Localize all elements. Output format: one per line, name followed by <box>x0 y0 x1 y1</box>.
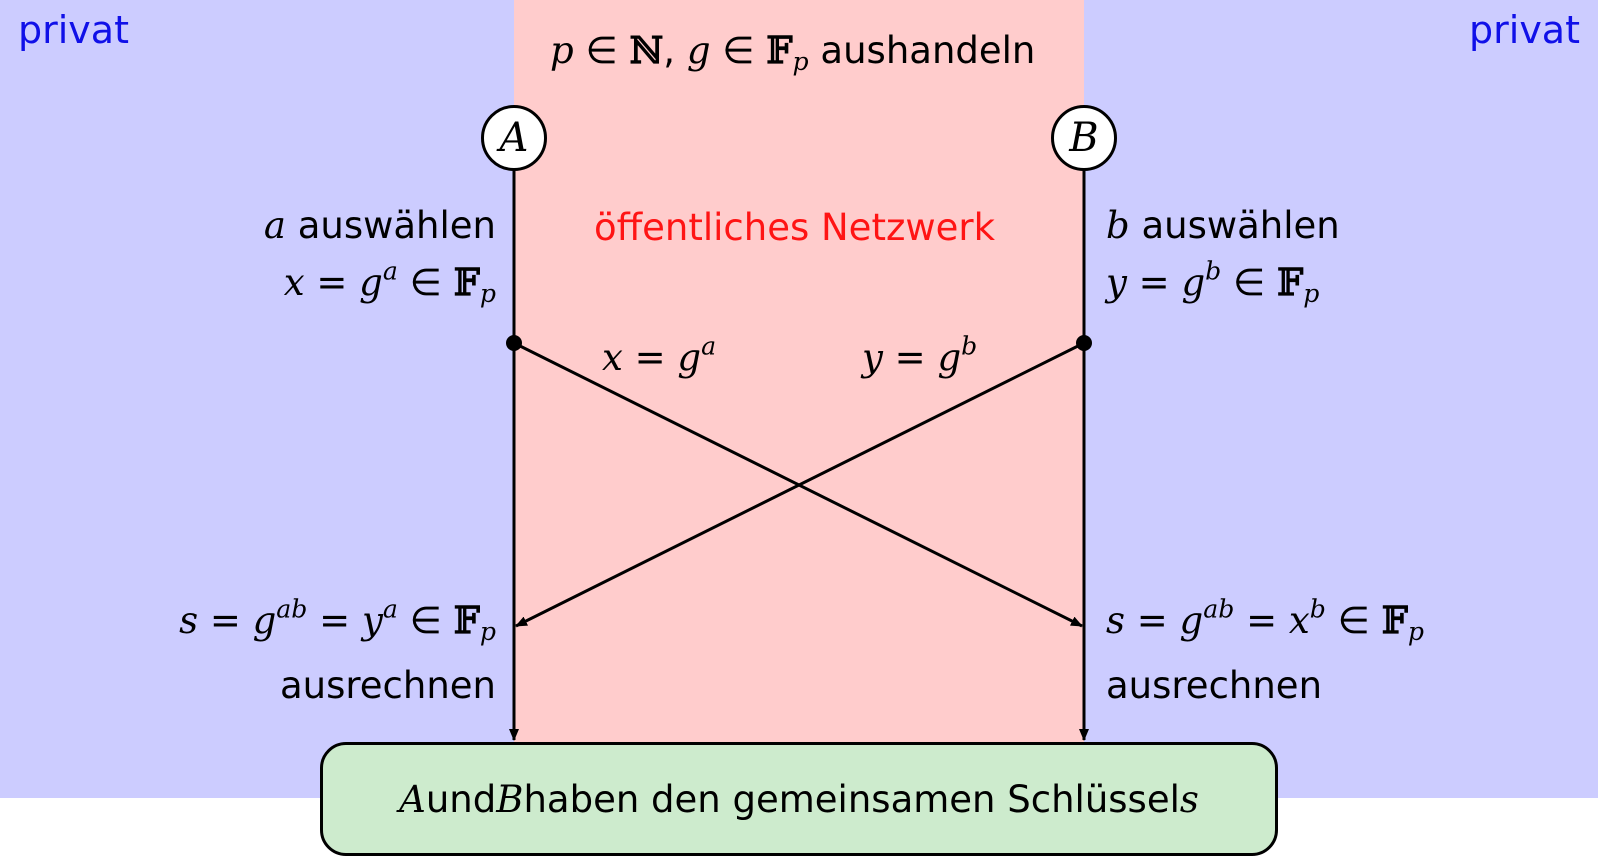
public-network-label: öffentliches Netzwerk <box>594 206 996 249</box>
send-point-b <box>1076 335 1092 351</box>
parameters-header: p ∈ ℕ, g ∈ 𝔽p aushandeln <box>550 28 1036 77</box>
shared-key-formula-a: s = gab = ya ∈ 𝔽p <box>179 594 496 647</box>
select-a-label: a auswählen <box>263 204 496 247</box>
select-b-label: b auswählen <box>1106 204 1340 247</box>
compute-label-a: ausrechnen <box>279 664 496 707</box>
compute-label-b: ausrechnen <box>1106 664 1323 707</box>
send-point-a <box>506 335 522 351</box>
privat-label-left: privat <box>18 8 129 52</box>
message-y-label: y = gb <box>862 331 978 379</box>
shared-key-formula-b: s = gab = xb ∈ 𝔽p <box>1106 594 1424 647</box>
shared-key-result-box: A und B haben den gemeinsamen Schlüssel … <box>320 742 1278 856</box>
compute-y-formula: y = gb ∈ 𝔽p <box>1106 256 1320 309</box>
node-a: A <box>481 105 547 171</box>
private-zone-right <box>1084 0 1598 798</box>
message-arrow-b-to-a <box>515 341 1085 628</box>
node-b: B <box>1051 105 1117 171</box>
public-network-zone <box>514 0 1084 798</box>
message-x-label: x = ga <box>602 331 717 379</box>
privat-label-right: privat <box>1469 8 1580 52</box>
compute-x-formula: x = ga ∈ 𝔽p <box>283 256 496 309</box>
private-zone-left <box>0 0 514 798</box>
